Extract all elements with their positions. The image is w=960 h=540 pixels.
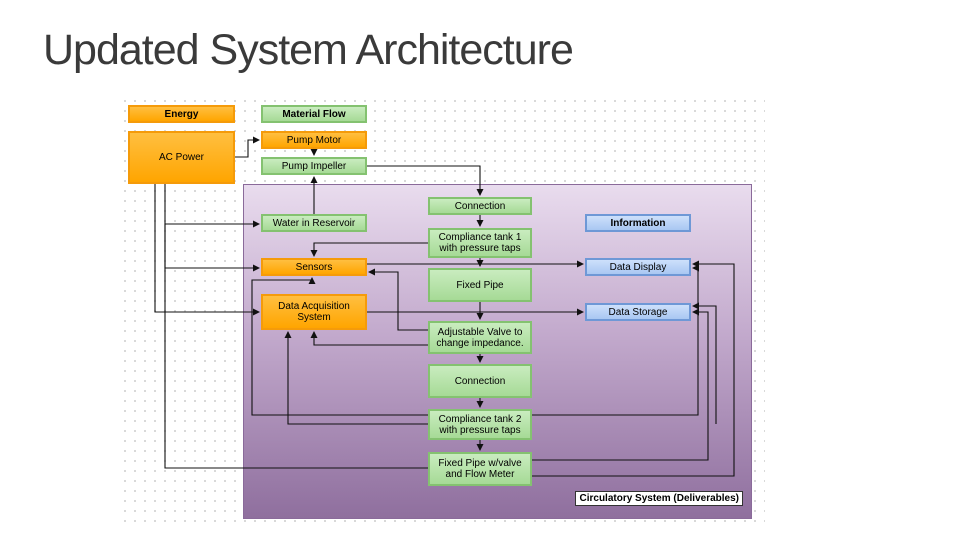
arrow-fpv-to-display: [532, 260, 735, 477]
node-ac-power: AC Power: [128, 131, 235, 184]
arrow-loop-to-sensors: [251, 277, 428, 416]
arrow-valve-to-daq: [310, 331, 428, 346]
slide-title: Updated System Architecture: [43, 26, 574, 74]
node-adjustable-valve: Adjustable Valve to change impedance.: [428, 321, 532, 354]
arrow-ac-to-motor: [235, 136, 260, 158]
region-label: Circulatory System (Deliverables): [575, 491, 743, 506]
arrow-impeller-to-connection: [367, 165, 484, 196]
arrow-tank2-to-display: [532, 264, 699, 416]
legend-energy: Energy: [128, 105, 235, 123]
node-sensors: Sensors: [261, 258, 367, 276]
node-pump-impeller: Pump Impeller: [261, 157, 367, 175]
arrow-storage-to-sensors: [692, 302, 717, 424]
arrow-ac-to-sensors: [164, 184, 260, 272]
legend-material-flow: Material Flow: [261, 105, 367, 123]
node-connection-2: Connection: [428, 364, 532, 398]
arrow-tank2-to-daq: [284, 331, 428, 425]
legend-information: Information: [585, 214, 691, 232]
arrow-ac-to-daq: [154, 184, 260, 316]
node-data-storage: Data Storage: [585, 303, 691, 321]
arrow-tank1-to-sensors: [310, 242, 428, 257]
node-compliance-tank-2: Compliance tank 2 with pressure taps: [428, 409, 532, 440]
node-fixed-pipe-valve: Fixed Pipe w/valve and Flow Meter: [428, 452, 532, 486]
node-pump-motor: Pump Motor: [261, 131, 367, 149]
node-compliance-tank-1: Compliance tank 1 with pressure taps: [428, 228, 532, 258]
node-fixed-pipe: Fixed Pipe: [428, 268, 532, 302]
arrow-fpv-to-storage: [532, 308, 709, 461]
arrow-fpv-to-reservoir: [164, 220, 428, 469]
arrow-valve-to-sensors: [368, 268, 428, 331]
node-water-reservoir: Water in Reservoir: [261, 214, 367, 232]
node-connection-1: Connection: [428, 197, 532, 215]
node-data-acquisition: Data Acquisition System: [261, 294, 367, 330]
node-data-display: Data Display: [585, 258, 691, 276]
